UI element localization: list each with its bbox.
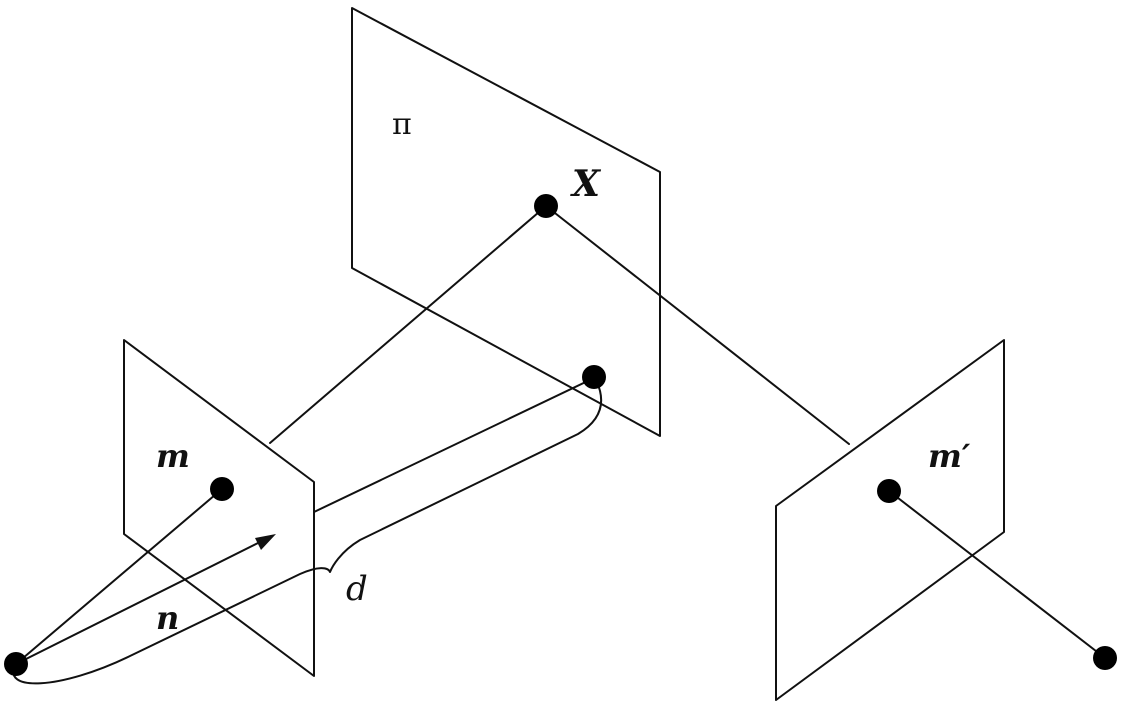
scene-plane xyxy=(351,7,661,437)
left-image-plane xyxy=(123,339,315,677)
plane-foot-point xyxy=(582,365,606,389)
image-point-m-prime-label: m′ xyxy=(928,437,971,475)
left-camera-center xyxy=(4,652,28,676)
right-image-plane xyxy=(775,339,1005,701)
image-point-m-label: m xyxy=(156,437,190,475)
ray-right-center-to-m-prime xyxy=(888,490,1106,659)
ray-x-to-right-image xyxy=(545,205,850,445)
distance-brace xyxy=(12,379,603,685)
point-x-label: X xyxy=(570,163,602,205)
ray-x-to-left-image xyxy=(269,205,547,444)
image-point-m-prime xyxy=(877,479,901,503)
right-camera-center xyxy=(1093,646,1117,670)
ray-left-center-to-m xyxy=(15,488,223,665)
distance-label: d xyxy=(346,569,368,609)
normal-label: n xyxy=(156,599,179,637)
normal-vector-arrowhead xyxy=(255,534,276,550)
normal-vector-line xyxy=(15,540,263,665)
point-x xyxy=(534,194,558,218)
distance-line xyxy=(313,377,595,513)
plane-label: π xyxy=(392,107,412,142)
image-point-m xyxy=(210,477,234,501)
